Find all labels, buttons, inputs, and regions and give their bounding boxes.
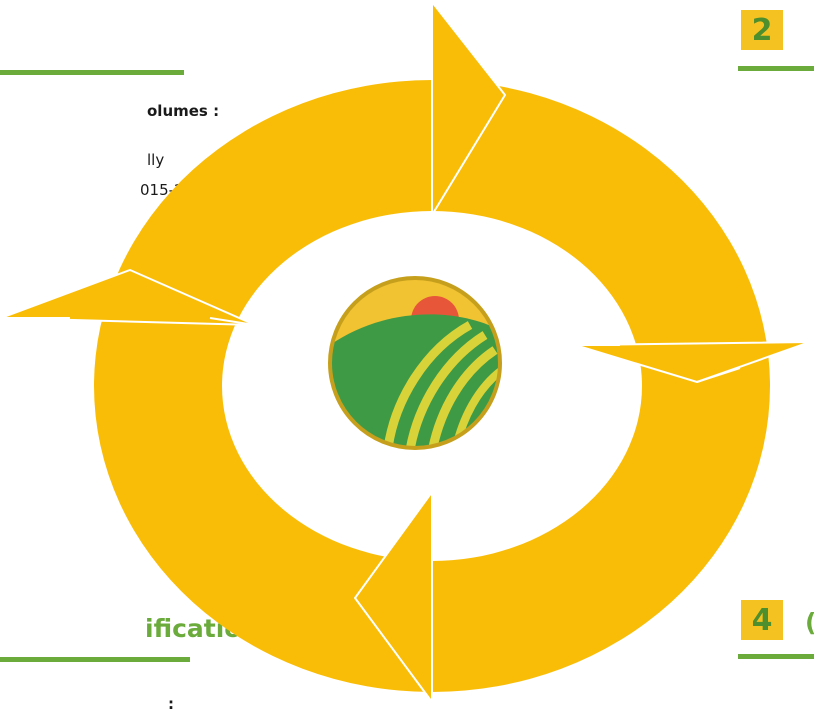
arrow-head-right: [574, 341, 811, 383]
logo-furrow-3: [427, 346, 498, 448]
logo-furrow-2: [405, 331, 488, 448]
farm-logo: [330, 278, 500, 448]
section3-line1: :: [168, 695, 174, 713]
arrow-edge-left: [1, 317, 256, 326]
step4-rule: [738, 654, 814, 659]
section1-line1: olumes :: [147, 102, 220, 120]
step4-heading-partial: (: [805, 608, 814, 637]
step4-badge: 4: [741, 600, 783, 640]
step2-badge: 2: [741, 10, 783, 50]
arrow-head-left: [0, 269, 256, 326]
arrow-head-bottom: [354, 491, 433, 703]
section3-rule: [0, 657, 190, 662]
logo-furrow-1: [383, 321, 473, 448]
section1-line2: lly: [147, 151, 165, 169]
section1-rule: [0, 70, 184, 75]
logo-ring: [328, 276, 502, 450]
arrow-head-top: [431, 1, 506, 216]
arrow-edge-right: [575, 344, 741, 383]
step2-rule: [738, 66, 814, 71]
